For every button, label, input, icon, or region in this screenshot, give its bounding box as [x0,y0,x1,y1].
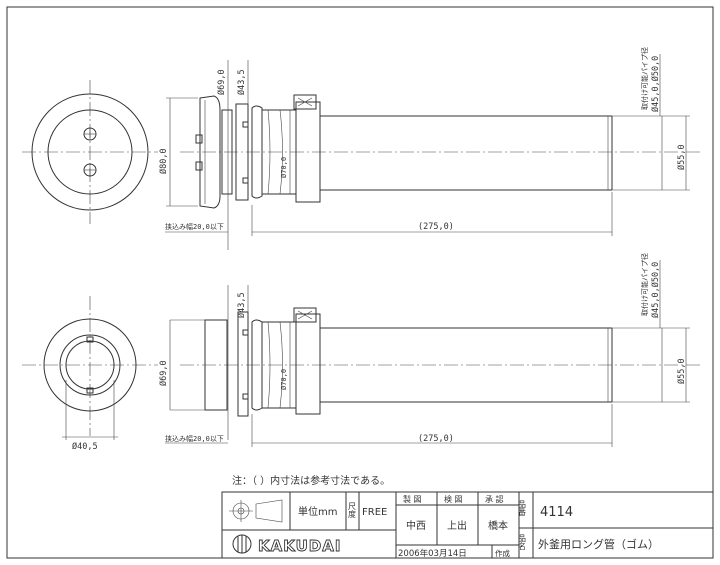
bottom-front-view [22,296,158,440]
dim-label: Ø80,0 [158,148,169,174]
dim-label: Ø70,0 [280,369,288,390]
kakudai-logo-icon [232,534,252,554]
approved-by: 橋本 [488,519,508,532]
made-by: 中西 [406,519,426,532]
dim-label: Ø69,0 [216,69,227,95]
top-front-view [22,80,158,224]
projection-symbol-icon [229,499,283,523]
top-side-view [180,94,700,209]
scale-label: 尺度 [348,502,357,519]
dim-label: Ø45,0,Ø50,0 [650,56,661,112]
dim-label: Ø55,0 [676,144,687,170]
made-label: 製 図 [403,494,422,504]
dim-label: Ø45,0,Ø50,0 [650,262,661,318]
top-dimension-labels: Ø69,0 Ø43,5 Ø80,0 Ø70,0 取付け可能パイプ径 Ø45,0,… [158,47,687,232]
part-name: 外釜用ロング管（ゴム） [538,537,659,551]
checked-by: 上出 [447,519,467,532]
reference-note: 注：（ ）内寸法は参考寸法である。 [232,474,390,487]
dim-label: 挟込み幅20,0以下 [165,222,224,231]
part-name-label: 品名 [518,534,527,551]
note-label: 取付け可能パイプ径 [640,253,649,316]
dim-label: Ø70,0 [280,157,288,178]
dim-label: Ø55,0 [676,358,687,384]
bottom-side-view [170,307,700,417]
dim-label: (275,0) [418,434,454,444]
top-dimensions [165,54,690,250]
approve-label: 承 認 [485,494,504,504]
drawing-date: 2006年03月14日 [398,548,467,559]
dim-label: (275,0) [418,222,454,232]
created-label: 作成 [495,548,510,558]
note-label: 取付け可能パイプ径 [640,47,649,110]
part-no-label: 品番 [518,500,527,517]
dim-label: Ø69,0 [158,360,169,386]
company-logo-text: KAKUDAI [258,537,341,555]
dim-label: 挟込み幅20,0以下 [165,434,224,443]
bottom-dimension-labels: Ø43,5 Ø69,0 Ø70,0 取付け可能パイプ径 Ø45,0,Ø50,0 … [72,253,687,452]
bottom-dimensions [165,260,690,447]
dim-label: Ø43,5 [236,292,247,318]
scale-value: FREE [362,507,387,518]
check-label: 検 図 [444,494,463,504]
title-block: 単位mm 尺度 FREE 製 図 検 図 承 認 中西 上出 橋本 2006年0… [221,491,714,559]
part-no: 4114 [540,505,573,520]
dim-label: Ø43,5 [236,69,247,95]
dim-label: Ø40,5 [72,441,98,452]
unit-label: 単位mm [298,505,337,518]
